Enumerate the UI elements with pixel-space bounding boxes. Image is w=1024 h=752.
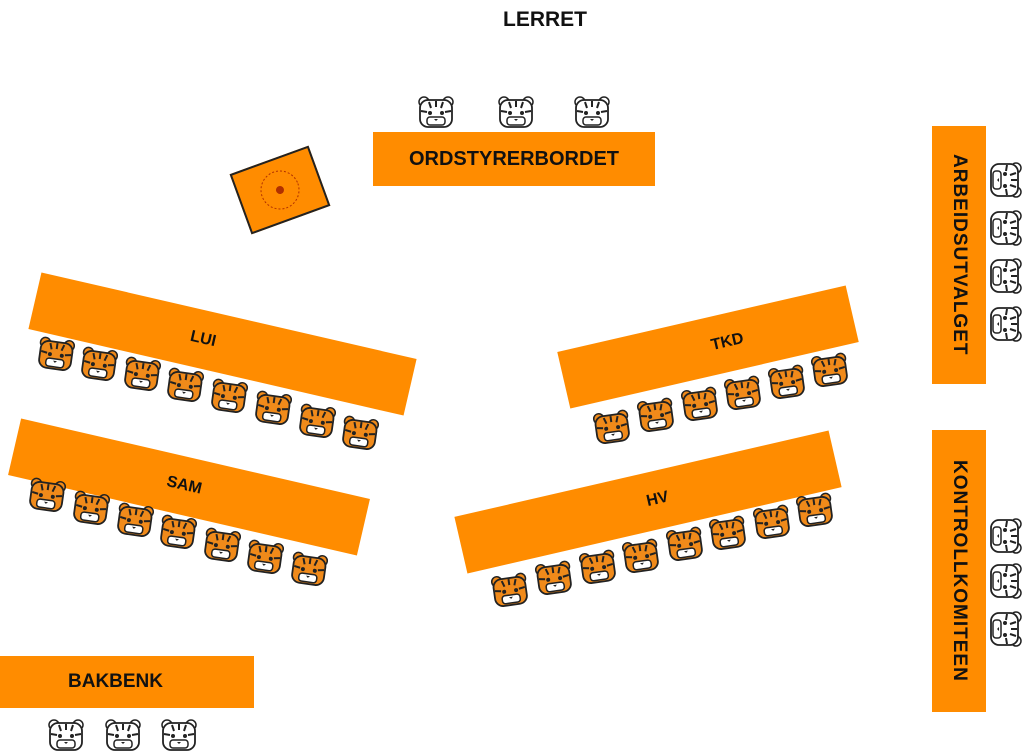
tiger-icon bbox=[635, 396, 677, 435]
white-tiger-icon bbox=[989, 256, 1023, 296]
tiger-icon bbox=[121, 355, 163, 394]
tiger-icon bbox=[296, 402, 338, 441]
table-kontrollkomiteen-label: KONTROLLKOMITEEN bbox=[949, 460, 970, 682]
tiger-icon bbox=[164, 366, 206, 405]
tiger-icon bbox=[208, 377, 250, 416]
white-tiger-icon bbox=[989, 609, 1023, 649]
stamp-circle-icon bbox=[260, 170, 300, 210]
white-tiger-icon bbox=[572, 95, 612, 129]
tiger-icon bbox=[339, 414, 381, 453]
white-tiger-icon bbox=[416, 95, 456, 129]
tiger-icon bbox=[70, 489, 112, 528]
tiger-icon bbox=[766, 363, 808, 402]
white-tiger-icon bbox=[46, 718, 86, 752]
white-tiger-icon bbox=[989, 516, 1023, 556]
white-tiger-icon bbox=[989, 160, 1023, 200]
table-arbeidsutvalget: ARBEIDSUTVALGET bbox=[932, 126, 986, 384]
white-tiger-icon bbox=[989, 208, 1023, 248]
tiger-icon bbox=[157, 513, 199, 552]
tiger-icon bbox=[78, 345, 120, 384]
tiger-icon bbox=[114, 501, 156, 540]
tiger-icon bbox=[679, 385, 721, 424]
table-tkd-label: TKD bbox=[709, 330, 746, 354]
tiger-icon bbox=[35, 335, 77, 374]
table-arbeidsutvalget-label: ARBEIDSUTVALGET bbox=[949, 154, 970, 356]
tiger-icon bbox=[288, 550, 330, 589]
table-ordstyrer: ORDSTYRERBORDET bbox=[373, 132, 655, 186]
white-tiger-icon bbox=[496, 95, 536, 129]
tiger-icon bbox=[252, 389, 294, 428]
table-kontrollkomiteen: KONTROLLKOMITEEN bbox=[932, 430, 986, 712]
white-tiger-icon bbox=[159, 718, 199, 752]
tiger-icon bbox=[620, 537, 662, 576]
tiger-icon bbox=[533, 559, 575, 598]
screen-label: LERRET bbox=[503, 8, 587, 31]
table-ordstyrer-label: ORDSTYRERBORDET bbox=[408, 147, 619, 170]
white-tiger-icon bbox=[989, 304, 1023, 344]
white-tiger-icon bbox=[989, 561, 1023, 601]
table-bakbenk: BAKBENK bbox=[0, 656, 254, 708]
tiger-icon bbox=[664, 525, 706, 564]
tiger-icon bbox=[809, 351, 851, 390]
tiger-icon bbox=[591, 408, 633, 447]
tiger-icon bbox=[751, 503, 793, 542]
table-hv-label: HV bbox=[644, 488, 671, 511]
tiger-icon bbox=[201, 526, 243, 565]
tiger-icon bbox=[26, 476, 68, 515]
tiger-icon bbox=[577, 548, 619, 587]
table-lui-label: LUI bbox=[188, 327, 218, 351]
white-tiger-icon bbox=[103, 718, 143, 752]
studentparlamentet-stamp bbox=[229, 145, 331, 235]
tiger-icon bbox=[244, 538, 286, 577]
tiger-icon bbox=[722, 374, 764, 413]
tiger-icon bbox=[794, 491, 836, 530]
table-bakbenk-label: BAKBENK bbox=[68, 671, 163, 692]
tiger-icon bbox=[707, 514, 749, 553]
tiger-icon bbox=[489, 571, 531, 610]
table-sam-label: SAM bbox=[165, 473, 204, 498]
